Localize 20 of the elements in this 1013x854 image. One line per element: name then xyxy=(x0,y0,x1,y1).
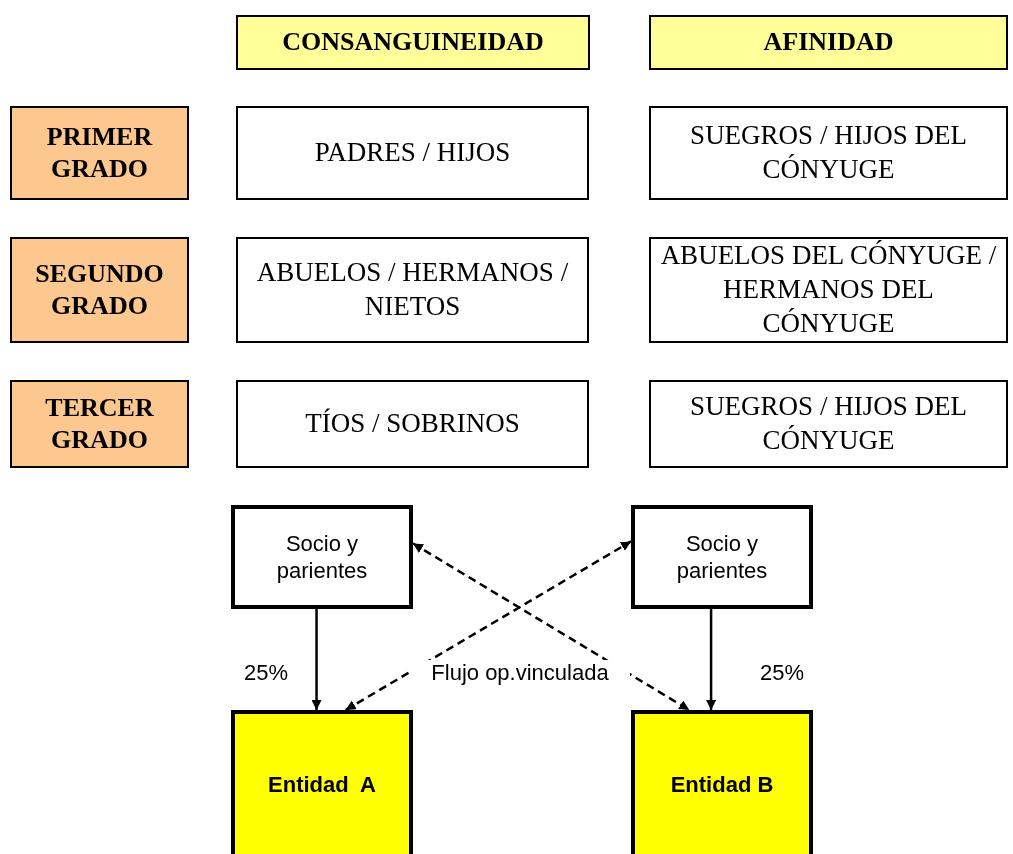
arrow xyxy=(412,542,690,712)
degree-box: PRIMER GRADO xyxy=(10,106,189,200)
arrow xyxy=(311,609,322,710)
relation-box: SUEGROS / HIJOS DEL CÓNYUGE xyxy=(649,380,1008,468)
column-header: AFINIDAD xyxy=(649,15,1008,70)
column-header: CONSANGUINEIDAD xyxy=(236,15,590,70)
relation-box: ABUELOS DEL CÓNYUGE / HERMANOS DEL CÓNYUGE xyxy=(649,237,1008,343)
arrow xyxy=(345,540,632,712)
relation-box: SUEGROS / HIJOS DEL CÓNYUGE xyxy=(649,106,1008,200)
relation-box: TÍOS / SOBRINOS xyxy=(236,380,589,468)
partner-box: Socio y parientes xyxy=(631,505,813,609)
flow-label: Flujo op.vinculada xyxy=(410,660,630,686)
arrow xyxy=(706,609,717,710)
relation-box: ABUELOS / HERMANOS / NIETOS xyxy=(236,237,589,343)
entity-box: Entidad A xyxy=(231,710,413,854)
degree-box: SEGUNDO GRADO xyxy=(10,237,189,343)
entity-box: Entidad B xyxy=(631,710,813,854)
partner-box: Socio y parientes xyxy=(231,505,413,609)
degree-box: TERCER GRADO xyxy=(10,380,189,468)
relation-box: PADRES / HIJOS xyxy=(236,106,589,200)
